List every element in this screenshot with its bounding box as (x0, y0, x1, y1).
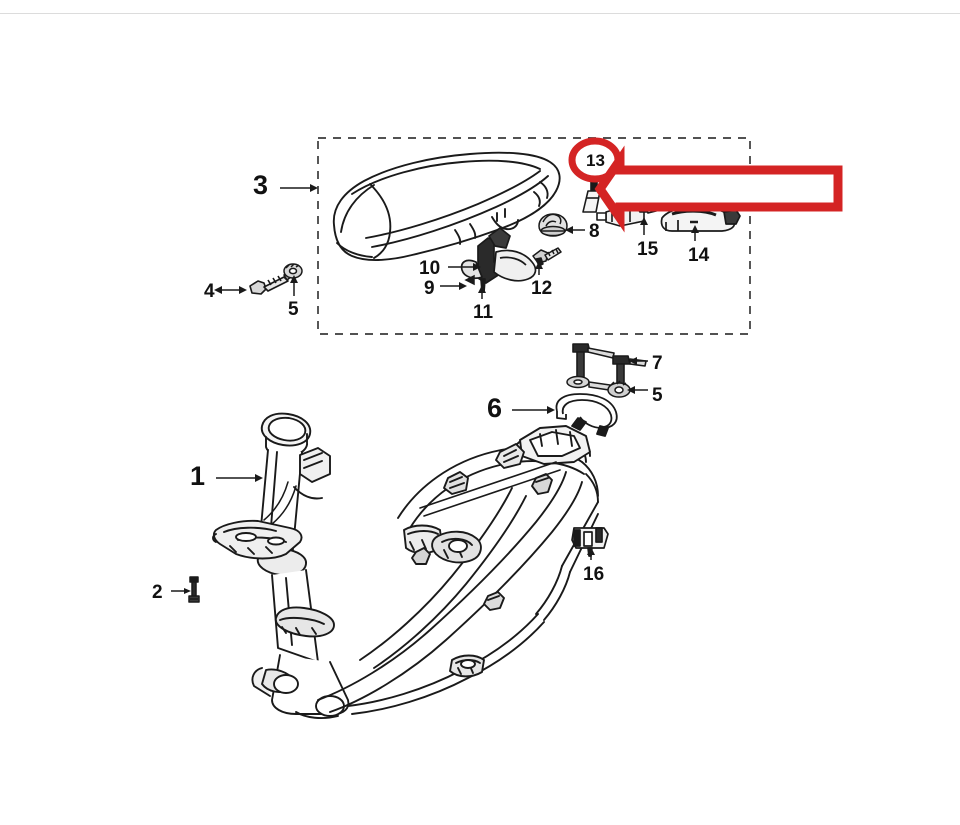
callout-label-1: 1 (190, 461, 206, 491)
callout-label-6: 6 (487, 393, 503, 423)
callout-label-13: 13 (586, 151, 605, 170)
callout-label-4: 4 (204, 281, 215, 302)
part-9-latch-spring (464, 274, 475, 286)
callout-label-5-strap: 5 (652, 385, 663, 406)
callout-label-12: 12 (531, 278, 553, 299)
part-8-rubber-damper (538, 213, 568, 237)
callout-label-10: 10 (419, 258, 441, 279)
callout-label-15: 15 (637, 239, 659, 260)
highlight-arrow (594, 145, 843, 233)
top-divider-rule (0, 13, 960, 14)
seat-assembly-dashed-box (317, 137, 751, 335)
seat-illustration (332, 151, 561, 261)
callout-leader-lines (171, 184, 699, 594)
callout-label-5-seat: 5 (288, 299, 299, 320)
part-2-frame-bolt (188, 576, 200, 603)
callout-label-11: 11 (473, 302, 494, 323)
callout-label-9: 9 (424, 278, 435, 299)
part-1-main-frame (212, 412, 599, 720)
callout-label-2: 2 (152, 582, 163, 603)
callout-label-3: 3 (253, 170, 269, 200)
highlight-marker-ring (568, 137, 622, 183)
part-5b-washers (566, 375, 631, 398)
part-12-latch-screw (532, 247, 562, 267)
part-5a-washer (283, 263, 303, 279)
part-6-seat-strap (555, 393, 618, 437)
callout-label-14: 14 (688, 245, 710, 266)
part-16-cable-clip (571, 527, 609, 557)
part-11-latch-bracket (460, 227, 537, 293)
callout-label-8: 8 (589, 221, 600, 242)
callout-label-7: 7 (652, 353, 663, 374)
callout-label-16: 16 (583, 564, 605, 585)
